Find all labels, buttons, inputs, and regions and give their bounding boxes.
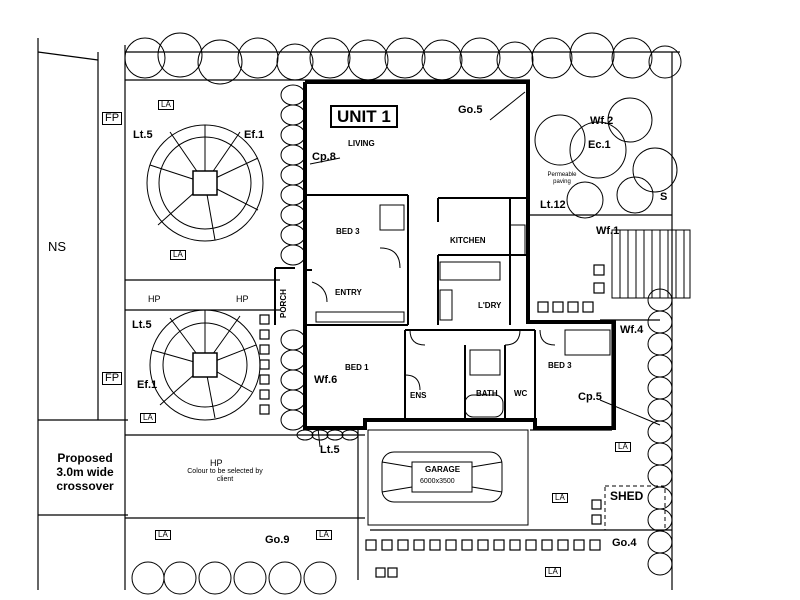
room-bed3-upper-label: BED 3 xyxy=(336,227,360,236)
plant-go9: Go.9 xyxy=(265,534,290,546)
shed-label: SHED xyxy=(610,489,644,503)
plant-lt12: Lt.12 xyxy=(540,199,566,211)
la-tag: LA xyxy=(158,100,174,110)
la-tag: LA xyxy=(140,413,156,423)
unit-title: UNIT 1 xyxy=(330,105,398,128)
hp-colour-note: Colour to be selected by client xyxy=(187,468,263,484)
room-entry-label: ENTRY xyxy=(335,288,362,297)
la-tag: LA xyxy=(552,493,568,503)
room-bed1-label: BED 1 xyxy=(345,363,369,372)
plant-ef1-top: Ef.1 xyxy=(244,129,265,141)
plant-cp5: Cp.5 xyxy=(578,391,602,403)
room-wc-label: WC xyxy=(514,389,528,398)
plant-lt5-top: Lt.5 xyxy=(133,129,153,141)
room-kitchen-label: KITCHEN xyxy=(450,236,486,245)
fp-mid-label: FP xyxy=(102,372,123,385)
plant-go5: Go.5 xyxy=(458,104,483,116)
plant-lt5-bottom: Lt.5 xyxy=(320,444,340,456)
la-tag: LA xyxy=(170,250,186,260)
room-garage-label: GARAGE xyxy=(425,465,461,474)
hp-driveway-label: HP xyxy=(210,458,223,468)
la-tag: LA xyxy=(316,530,332,540)
ns-zone-label: NS xyxy=(48,239,67,254)
plant-wf1: Wf.1 xyxy=(596,225,620,237)
room-ens-label: ENS xyxy=(410,391,427,400)
plant-lt5-mid: Lt.5 xyxy=(132,319,152,331)
hp-right-label: HP xyxy=(236,294,249,304)
plant-go4: Go.4 xyxy=(612,537,637,549)
garage-size-label: 6000x3500 xyxy=(420,478,455,485)
room-living-label: LIVING xyxy=(348,139,375,148)
crossover-note: Proposed 3.0m wide crossover xyxy=(56,451,114,493)
plant-s-edge: S xyxy=(660,191,668,203)
la-tag: LA xyxy=(615,442,631,452)
hp-left-label: HP xyxy=(148,294,161,304)
la-tag: LA xyxy=(545,567,561,577)
room-laundry-label: L'DRY xyxy=(478,301,502,310)
plant-cp8: Cp.8 xyxy=(312,151,336,163)
plant-wf2: Wf.2 xyxy=(590,115,614,127)
plant-ec1: Ec.1 xyxy=(588,139,611,151)
plant-wf4: Wf.4 xyxy=(620,324,644,336)
fp-top-label: FP xyxy=(102,112,123,125)
plant-ef1-mid: Ef.1 xyxy=(137,379,158,391)
room-bed3-right-label: BED 3 xyxy=(548,361,572,370)
la-tag: LA xyxy=(155,530,171,540)
plant-wf6: Wf.6 xyxy=(314,374,338,386)
room-porch-label: PORCH xyxy=(279,289,288,318)
room-bath-label: BATH xyxy=(476,389,498,398)
permeable-paving-note: Permeable paving xyxy=(547,172,577,185)
